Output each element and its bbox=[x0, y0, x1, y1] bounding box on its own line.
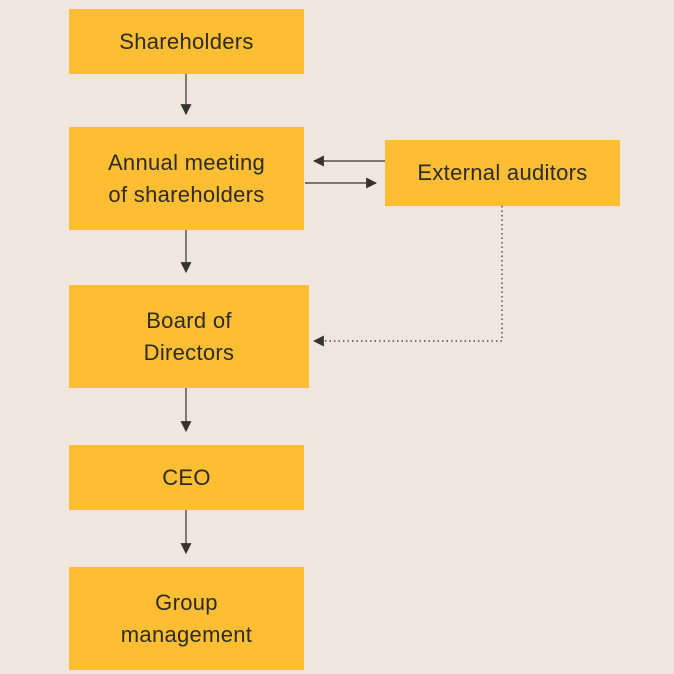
dotted-arrow-auditors-to-board bbox=[312, 206, 503, 347]
shareholders-label: Shareholders bbox=[119, 28, 254, 54]
group-management-box: Group management bbox=[69, 567, 304, 670]
external-auditors-box: External auditors bbox=[385, 140, 620, 206]
ceo-label: CEO bbox=[162, 464, 211, 490]
group-management-label: Group management bbox=[120, 589, 253, 647]
board-of-directors-box: Board of Directors bbox=[69, 285, 309, 388]
ceo-box: CEO bbox=[69, 445, 304, 510]
annual-meeting-box: Annual meeting of shareholders bbox=[69, 127, 304, 230]
external-auditors-label: External auditors bbox=[417, 160, 588, 185]
annual-meeting-label: Annual meeting of shareholders bbox=[107, 149, 266, 207]
shareholders-box: Shareholders bbox=[69, 9, 304, 74]
board-of-directors-label: Board of Directors bbox=[143, 307, 235, 365]
